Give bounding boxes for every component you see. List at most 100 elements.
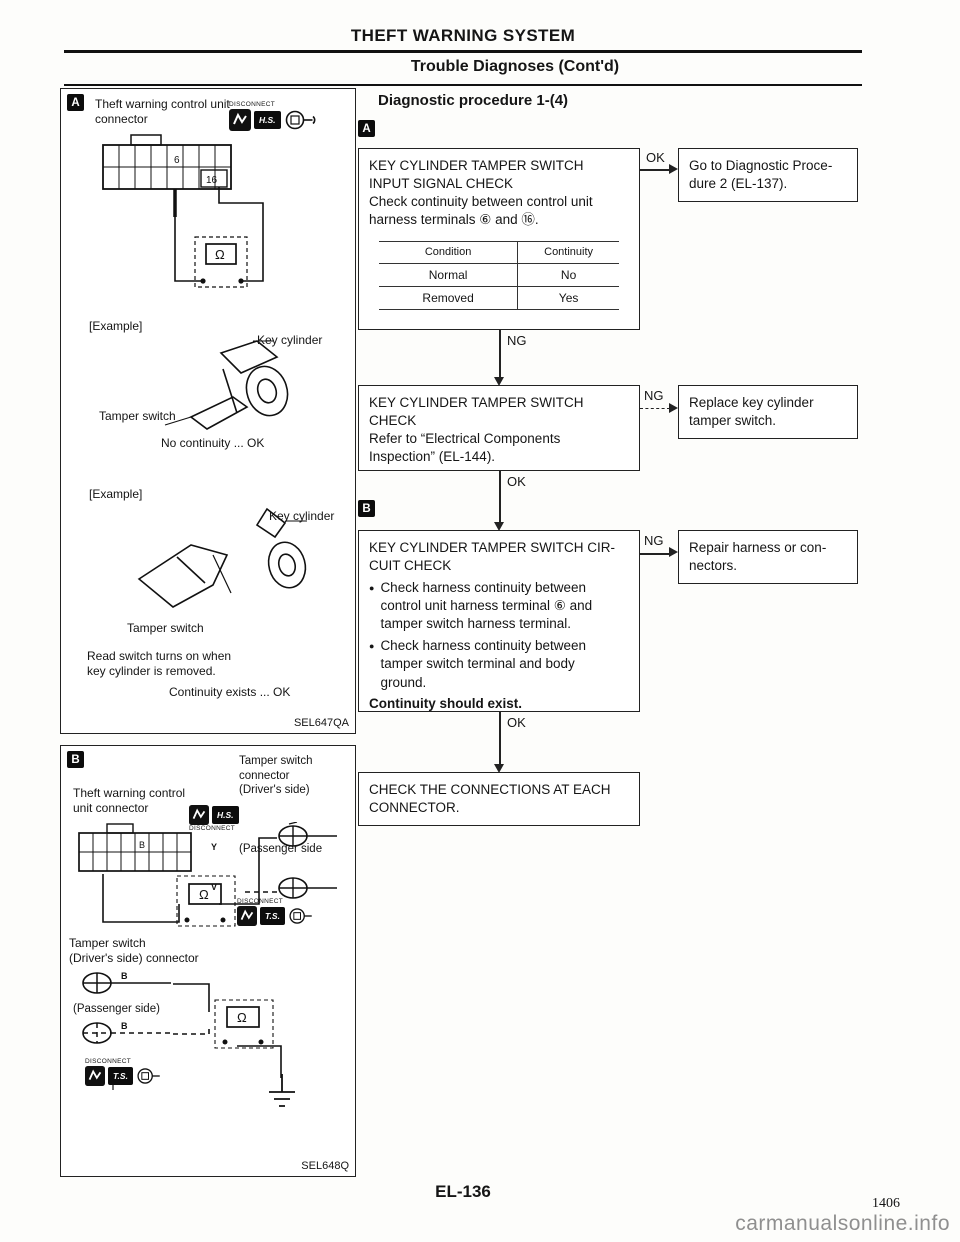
connector-plug-icon: [285, 110, 315, 130]
grip-icon: [189, 805, 209, 825]
page-subtitle: Trouble Diagnoses (Cont'd): [410, 58, 620, 75]
section-marker-b: B: [67, 751, 84, 768]
passenger-side-label-1: (Passenger side: [239, 843, 323, 855]
key-cylinder-illustration-2: [137, 507, 307, 608]
subtitle-rule: [64, 84, 862, 86]
tamper-switch-connector-caption: Tamper switch (Driver's side) connector: [69, 936, 199, 966]
result-label-2: Continuity exists ... OK: [169, 685, 291, 699]
table-row: Removed Yes: [379, 286, 619, 310]
disconnect-kit-b3: DISCONNECT T.S.: [85, 1058, 166, 1086]
passenger-side-label-2: (Passenger side): [73, 1003, 160, 1015]
table-cell: Yes: [558, 291, 579, 306]
example-label-1: [Example]: [89, 319, 143, 333]
flow-marker-a: A: [358, 120, 375, 137]
control-unit-caption-b: Theft warning control unit connector: [73, 786, 186, 816]
disconnect-kit-b2: DISCONNECT T.S.: [237, 898, 318, 926]
wire-color-b1: B: [121, 971, 128, 981]
connector-grid-b: B: [78, 823, 192, 872]
disconnect-label: DISCONNECT: [189, 825, 235, 832]
table-header-continuity: Continuity: [544, 246, 594, 259]
flow-line: [499, 330, 501, 377]
key-cylinder-label-1: Key cylinder: [257, 333, 323, 347]
wire-color-y1: Y: [211, 842, 218, 852]
table-header-condition: Condition: [379, 242, 519, 264]
ok-label-3: OK: [507, 715, 526, 730]
panel-b-wiring: [102, 837, 282, 1090]
flow-side-3: Repair harness or con- nectors.: [678, 530, 858, 585]
ts-icon: T.S.: [108, 1067, 133, 1085]
tamper-switch-label-1: Tamper switch: [99, 409, 176, 423]
flow-line: [499, 471, 501, 522]
plug-driver-1: B: [82, 971, 171, 994]
flow-step-1: KEY CYLINDER TAMPER SWITCH INPUT SIGNAL …: [358, 148, 640, 330]
disconnect-kit-a: DISCONNECT H.S.: [229, 101, 320, 131]
plug-driver-2: B: [82, 1021, 171, 1044]
step3-title: KEY CYLINDER TAMPER SWITCH CIR- CUIT CHE…: [369, 540, 616, 574]
arrow-down-icon: [494, 522, 504, 531]
table-row: Normal No: [379, 263, 619, 287]
flow-step-2: KEY CYLINDER TAMPER SWITCH CHECK Refer t…: [358, 385, 640, 471]
example-label-2: [Example]: [89, 487, 143, 501]
flow-line: [640, 553, 670, 555]
ng-label-2: NG: [644, 388, 664, 403]
tamper-connector-caption: Tamper switch connector (Driver's side): [239, 755, 313, 797]
arrow-down-icon: [494, 764, 504, 773]
plug-passenger-2: [278, 877, 337, 899]
section-marker-a: A: [67, 94, 84, 111]
figure-id-b: SEL648Q: [301, 1160, 349, 1172]
page-number: EL-136: [435, 1182, 491, 1201]
step2-title: KEY CYLINDER TAMPER SWITCH CHECK: [369, 395, 584, 429]
key-cylinder-illustration-1: [164, 340, 289, 430]
key-cylinder-label-2: Key cylinder: [269, 509, 335, 523]
table-cell: No: [560, 268, 577, 283]
ok-label-1: OK: [646, 150, 665, 165]
pin-6-label: 6: [174, 155, 180, 166]
hs-icon: H.S.: [254, 111, 281, 129]
flow-step-3: KEY CYLINDER TAMPER SWITCH CIR- CUIT CHE…: [358, 530, 640, 712]
result-label-1: No continuity ... OK: [161, 436, 265, 450]
pin-b-grid-label: B: [139, 840, 145, 850]
page-title: THEFT WARNING SYSTEM: [350, 26, 576, 45]
flow-line-dashed: [640, 408, 670, 409]
connector-plug-icon: [137, 1068, 160, 1084]
flow-side-2: Replace key cylinder tamper switch.: [678, 385, 858, 440]
header-rule: [64, 50, 862, 53]
watermark: carmanualsonline.info: [735, 1212, 950, 1235]
sheet-number: 1406: [872, 1196, 900, 1211]
ohm-symbol: Ω: [237, 1010, 247, 1025]
step3-bullet-1: ● Check harness continuity between contr…: [369, 579, 629, 633]
grip-icon: [85, 1066, 105, 1086]
disconnect-label: DISCONNECT: [237, 898, 283, 905]
control-unit-connector-caption: Theft warning control unit connector: [95, 97, 230, 127]
ohm-meter-b2: Ω: [214, 999, 274, 1049]
disconnect-kit-b1: H.S. DISCONNECT: [189, 804, 239, 832]
arrow-right-icon: [669, 547, 678, 557]
step3-bullet-2-text: Check harness continuity between tamper …: [380, 638, 587, 690]
figure-panel-b: B Tamper switch connector (Driver's side…: [60, 745, 356, 1177]
read-switch-note: Read switch turns on when key cylinder i…: [87, 649, 232, 679]
flow-step-4: CHECK THE CONNECTIONS AT EACH CONNECTOR.: [358, 772, 640, 827]
ohm-meter-b1: Ω: [176, 875, 236, 927]
wire-color-v: V: [211, 882, 218, 892]
ng-label-3: NG: [644, 533, 664, 548]
table-cell: Normal: [379, 264, 519, 287]
step2-body: Refer to “Electrical Components Inspecti…: [369, 431, 561, 465]
continuity-table: Condition Continuity Normal No Removed Y…: [379, 241, 619, 311]
pin-16-label: 16: [206, 175, 218, 186]
arrow-right-icon: [669, 164, 678, 174]
flow-line: [640, 169, 670, 171]
ohm-symbol: Ω: [199, 887, 209, 902]
step3-bullet-2: ● Check harness continuity between tampe…: [369, 637, 629, 691]
step1-title: KEY CYLINDER TAMPER SWITCH INPUT SIGNAL …: [369, 158, 584, 192]
figure-panel-a: A Theft warning control unit connector D…: [60, 88, 356, 734]
step1-body: Check continuity between control unit ha…: [369, 194, 593, 228]
arrow-right-icon: [669, 403, 678, 413]
wire-color-b2: B: [121, 1021, 128, 1031]
tamper-switch-label-2: Tamper switch: [127, 621, 204, 635]
bullet-icon: ●: [369, 583, 375, 594]
grip-icon: [237, 906, 257, 926]
connector-meter-diagram: 6 16 Ω: [102, 134, 264, 288]
ohm-symbol: Ω: [215, 247, 225, 262]
plug-passenger-1: [278, 822, 337, 847]
